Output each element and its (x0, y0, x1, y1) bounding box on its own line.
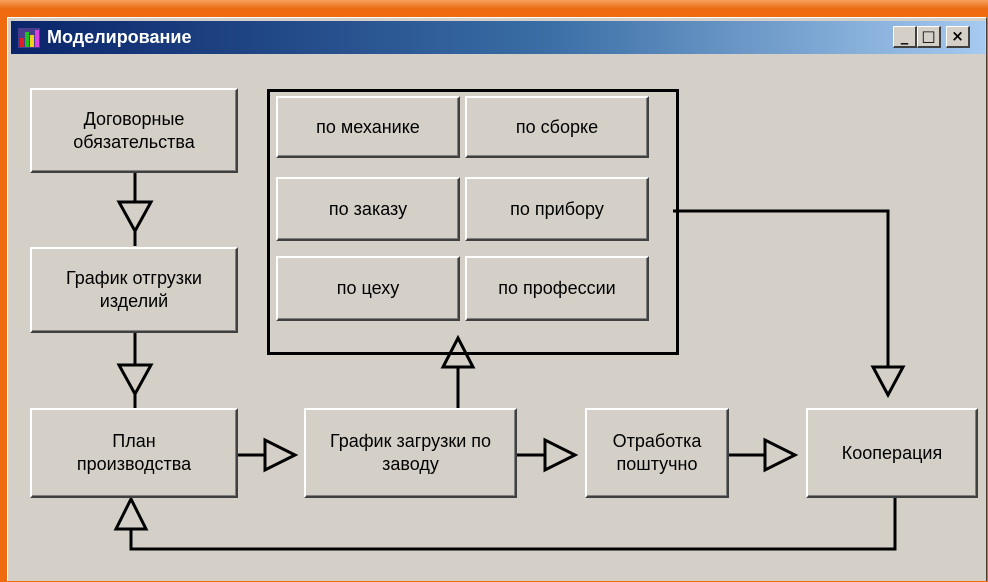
shipment-schedule-button[interactable]: График отгрузки изделий (30, 247, 238, 333)
arrowhead-right (263, 437, 299, 473)
arrowhead-right (763, 437, 799, 473)
grouping-frame (267, 89, 679, 355)
arrowhead-down (116, 200, 154, 235)
close-button[interactable]: × (946, 26, 970, 48)
desktop-strip (0, 0, 988, 10)
connector-line (129, 498, 897, 551)
by-mechanics-button[interactable]: по механике (276, 96, 460, 158)
arrowhead-up (113, 495, 149, 531)
by-assembly-button[interactable]: по сборке (465, 96, 649, 158)
app-chart-icon (18, 28, 40, 48)
factory-load-schedule-button[interactable]: График загрузки по заводу (304, 408, 517, 498)
cooperation-button[interactable]: Кооперация (806, 408, 978, 498)
flow-connectors (113, 173, 906, 551)
by-profession-button[interactable]: по профессии (465, 256, 649, 321)
window-title: Моделирование (47, 27, 192, 47)
arrowhead-down (116, 363, 154, 398)
contractual-obligations-button[interactable]: Договорные обязательства (30, 88, 238, 173)
title-bar[interactable]: Моделирование _ □ × (11, 21, 985, 54)
connector-line (673, 209, 890, 367)
by-order-button[interactable]: по заказу (276, 177, 460, 241)
production-plan-button[interactable]: План производства (30, 408, 238, 498)
modeling-window: Моделирование _ □ × (7, 17, 987, 581)
piecework-button[interactable]: Отработка поштучно (585, 408, 729, 498)
arrowhead-down (870, 365, 906, 399)
arrowhead-right (543, 437, 579, 473)
minimize-button[interactable]: _ (893, 26, 917, 48)
maximize-button[interactable]: □ (917, 26, 941, 48)
by-workshop-button[interactable]: по цеху (276, 256, 460, 321)
by-device-button[interactable]: по прибору (465, 177, 649, 241)
